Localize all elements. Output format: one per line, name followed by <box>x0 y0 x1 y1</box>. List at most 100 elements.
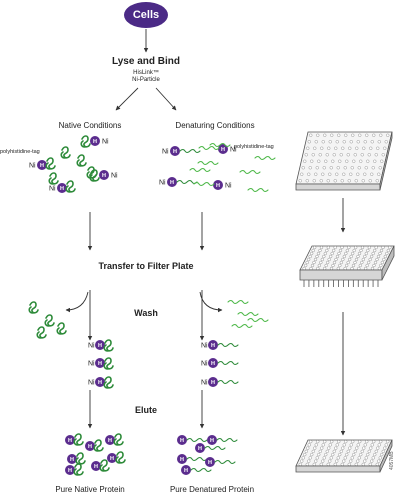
well <box>304 263 308 268</box>
well <box>331 159 335 163</box>
well <box>322 166 326 170</box>
well <box>360 245 365 250</box>
well <box>341 257 345 262</box>
well <box>350 166 354 170</box>
plate-side <box>295 465 381 473</box>
well <box>324 453 328 457</box>
ni-label: Ni <box>225 183 232 190</box>
well <box>346 153 350 157</box>
well <box>318 248 322 253</box>
well <box>353 449 357 453</box>
unfolded-protein-icon <box>198 145 220 151</box>
well <box>363 443 367 447</box>
well <box>361 462 365 466</box>
well <box>341 146 345 150</box>
purple-bead-icon <box>90 136 100 146</box>
h-tag-text: H <box>211 343 215 349</box>
well <box>377 172 381 176</box>
well <box>314 140 318 144</box>
well <box>298 462 302 466</box>
purple-bead-icon <box>107 453 117 463</box>
h-tag-text: H <box>180 438 184 444</box>
well <box>334 257 338 262</box>
well <box>333 245 337 250</box>
well <box>300 172 304 176</box>
unfolded-protein-icon <box>247 187 269 193</box>
well <box>311 449 315 453</box>
pure-denatured-protein-label: Pure Denatured Protein <box>169 485 255 494</box>
unfolded-protein-icon <box>197 160 219 166</box>
well <box>314 443 318 447</box>
well <box>347 179 351 183</box>
well <box>380 453 384 457</box>
well <box>348 146 352 150</box>
well <box>356 172 360 176</box>
folded-protein-icon <box>28 301 39 314</box>
pure-native-molecule: H <box>91 459 110 472</box>
well <box>363 140 367 144</box>
well <box>342 443 346 447</box>
well <box>342 140 346 144</box>
pure-native-molecule: H <box>85 439 104 452</box>
well <box>310 263 315 268</box>
folded-protein-icon <box>103 357 114 370</box>
well <box>335 254 340 259</box>
folded-protein-icon <box>73 463 84 476</box>
folded-protein-icon <box>60 146 71 159</box>
filter-plate <box>299 245 395 287</box>
h-tag-text: H <box>221 147 225 153</box>
pure-native-molecule: H <box>65 433 84 446</box>
washed-denatured-protein <box>231 323 253 329</box>
free-denatured-protein <box>209 142 231 148</box>
well <box>349 443 353 447</box>
ni-label: Ni <box>88 343 95 350</box>
well <box>357 251 362 256</box>
well <box>324 159 328 163</box>
well <box>375 257 379 262</box>
well <box>379 133 383 137</box>
h-tag-text: H <box>110 456 114 462</box>
well <box>329 266 334 271</box>
purple-bead-icon <box>85 441 95 451</box>
well <box>305 462 309 466</box>
unfolded-protein-icon <box>254 155 276 161</box>
h-tag-text: H <box>198 446 202 452</box>
well <box>380 260 384 265</box>
well <box>355 446 359 450</box>
well <box>345 248 349 253</box>
well <box>338 263 342 268</box>
unfolded-protein-icon <box>239 169 261 175</box>
well <box>349 254 353 259</box>
well <box>324 263 328 268</box>
well <box>320 146 324 150</box>
reagent-line1: HisLink™ <box>133 70 159 76</box>
elute-label: Elute <box>134 405 158 415</box>
purple-bead-icon <box>57 183 67 193</box>
well <box>383 446 387 450</box>
well <box>335 459 339 463</box>
folded-protein-icon <box>86 166 97 179</box>
well <box>335 172 339 176</box>
unfolded-protein-icon <box>179 148 201 154</box>
flow-arrow <box>115 87 139 111</box>
well <box>373 248 377 253</box>
well <box>370 266 375 271</box>
well <box>355 146 359 150</box>
h-tag-text: H <box>60 186 64 192</box>
folded-protein-icon <box>80 135 91 148</box>
folded-protein-icon <box>75 452 86 465</box>
h-tag-text: H <box>102 173 106 179</box>
well <box>303 453 307 457</box>
well <box>367 245 371 250</box>
well <box>323 440 327 444</box>
folded-protein-icon <box>99 459 110 472</box>
well <box>309 133 313 137</box>
well <box>356 254 360 259</box>
well <box>354 179 358 183</box>
purple-bead-icon <box>167 177 177 187</box>
well <box>388 245 392 250</box>
well <box>373 159 377 163</box>
